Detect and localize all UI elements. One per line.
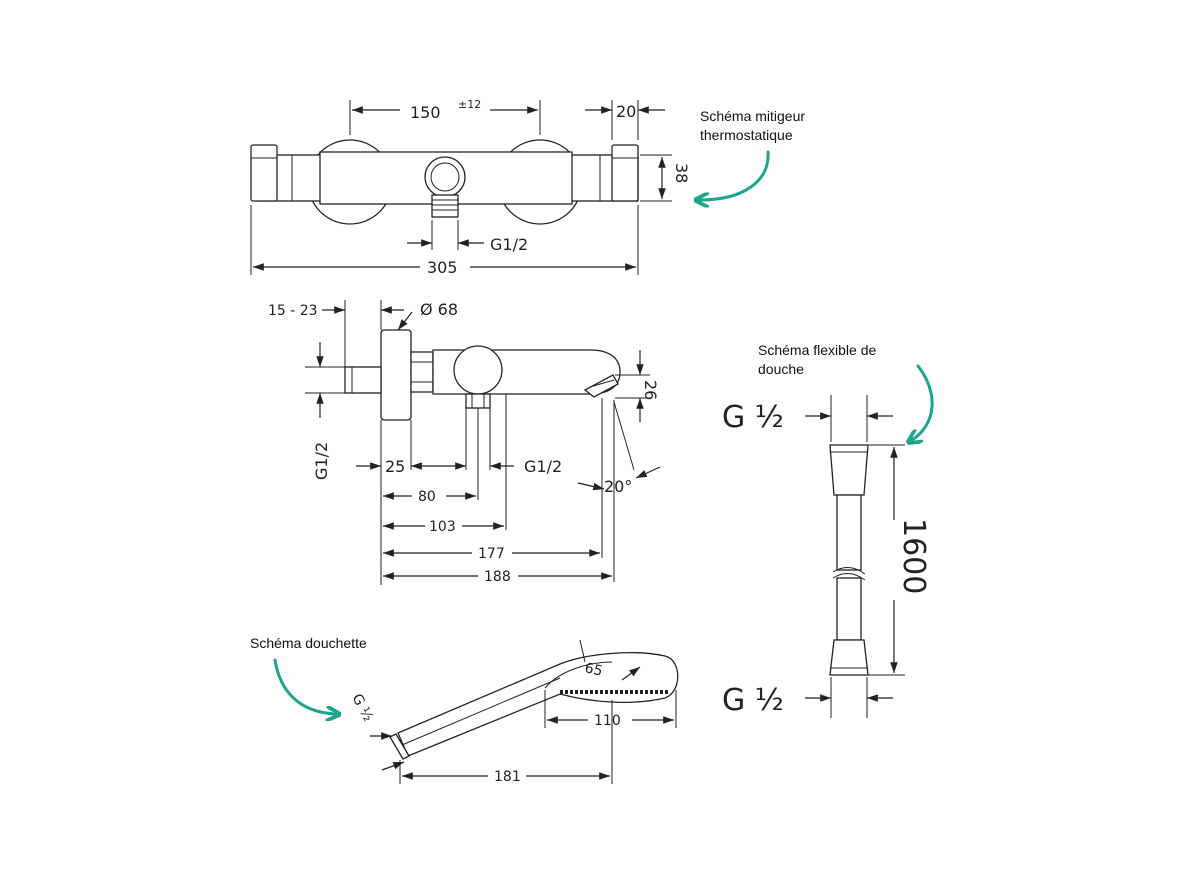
hose-lower-segment <box>836 577 862 641</box>
side-handle-knob <box>453 345 503 395</box>
hose-bottom-thread: G ½ <box>722 683 784 718</box>
hose-length-1600: 1600 <box>896 518 931 594</box>
dim-diameter-68: Ø 68 <box>420 300 458 319</box>
right-handle <box>611 144 639 202</box>
dim-103: 103 <box>429 519 456 535</box>
hose-upper-segment <box>836 494 862 571</box>
handshower-view: G ½ 65 110 181 <box>348 639 679 785</box>
dim-g12-bottom-outlet: G1/2 <box>524 457 562 476</box>
hose-top-thread: G ½ <box>722 400 784 435</box>
mixer-side-view: 15 - 23 Ø 68 G1/2 25 G1/2 26 <box>268 300 661 585</box>
dim-150: 150 <box>410 103 441 122</box>
dim-181: 181 <box>494 769 521 785</box>
handshower-body <box>397 652 679 757</box>
dim-150-tolerance: ±12 <box>458 98 481 111</box>
thermostat-front-view: 150 ±12 20 38 G1/2 305 <box>250 98 691 277</box>
dim-80: 80 <box>418 489 436 505</box>
hose-pointer-arrow <box>912 364 934 440</box>
eccentric-fitting <box>344 366 382 394</box>
side-spout-tip <box>583 374 619 398</box>
dim-15-23: 15 - 23 <box>268 303 318 319</box>
side-hex-nut <box>410 351 434 393</box>
left-handle <box>250 144 278 202</box>
dim-38: 38 <box>672 163 691 183</box>
thermostat-pointer-arrow <box>700 150 770 200</box>
dim-20: 20 <box>616 102 636 121</box>
side-outlet-nut <box>465 393 491 409</box>
handshower-thread-label: G ½ <box>348 691 376 724</box>
hose-bottom-nut <box>829 639 869 676</box>
dim-g12-outlet: G1/2 <box>490 235 528 254</box>
hose-top-nut <box>829 444 869 496</box>
dim-g12-vertical: G1/2 <box>312 442 331 480</box>
dim-20-degrees: 20° <box>604 477 632 496</box>
dim-25: 25 <box>385 457 405 476</box>
side-wall-flange <box>380 329 412 421</box>
handshower-label: Schéma douchette <box>250 635 367 651</box>
dim-188: 188 <box>484 569 511 585</box>
dim-305: 305 <box>427 258 458 277</box>
dim-26: 26 <box>641 380 660 400</box>
dim-65: 65 <box>583 660 604 679</box>
hose-label-line1: Schéma flexible de <box>758 342 877 358</box>
thermostat-label-line1: Schéma mitigeur <box>700 108 805 124</box>
handshower-pointer-arrow <box>273 658 335 714</box>
shower-hose-view: G ½ 1600 G ½ <box>722 395 931 718</box>
hose-label-line2: douche <box>758 361 804 377</box>
thermostat-label-line2: thermostatique <box>700 127 793 143</box>
dim-177: 177 <box>478 546 505 562</box>
spout-outlet <box>431 194 459 218</box>
dim-110: 110 <box>594 713 621 729</box>
